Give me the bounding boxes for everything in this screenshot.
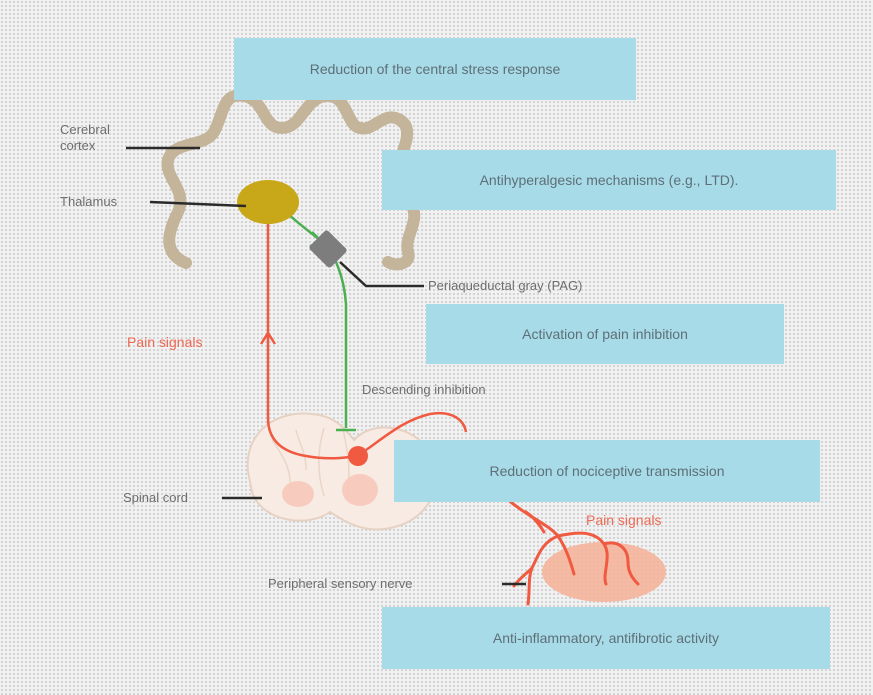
thalamus-label: Thalamus [60, 194, 117, 210]
antihyperalgesic-box: Antihyperalgesic mechanisms (e.g., LTD). [382, 150, 836, 210]
thalamus-leader [150, 202, 246, 206]
pain-inhibition-text: Activation of pain inhibition [522, 326, 688, 342]
spinal-cord-label: Spinal cord [123, 490, 188, 506]
cerebral-cortex-label-line1: Cerebral [60, 122, 110, 138]
cerebral-cortex-shape [168, 96, 415, 265]
pag-leader [340, 262, 424, 286]
anti-inflammatory-box: Anti-inflammatory, antifibrotic activity [382, 607, 830, 669]
nociceptive-transmission-text: Reduction of nociceptive transmission [489, 463, 724, 479]
ascending-pain-signals-label: Pain signals [127, 334, 203, 350]
nociceptive-transmission-box: Reduction of nociceptive transmission [394, 440, 820, 502]
stress-response-box: Reduction of the central stress response [234, 38, 636, 100]
stress-response-text: Reduction of the central stress response [310, 61, 561, 77]
peripheral-sensory-nerve-label: Peripheral sensory nerve [268, 576, 413, 592]
antihyperalgesic-text: Antihyperalgesic mechanisms (e.g., LTD). [480, 172, 739, 188]
anti-inflammatory-text: Anti-inflammatory, antifibrotic activity [493, 630, 719, 646]
descending-inhibition-label: Descending inhibition [362, 382, 486, 398]
cerebral-cortex-label-line2: cortex [60, 138, 110, 154]
pag-label: Periaqueductal gray (PAG) [428, 278, 582, 294]
dorsal-horn-neuron [348, 446, 368, 466]
cerebral-cortex-label: Cerebral cortex [60, 122, 110, 154]
thalamus-shape [237, 180, 299, 224]
pain-inhibition-box: Activation of pain inhibition [426, 304, 784, 364]
peripheral-tissue-shape [542, 542, 666, 602]
peripheral-pain-signals-label: Pain signals [586, 512, 662, 528]
